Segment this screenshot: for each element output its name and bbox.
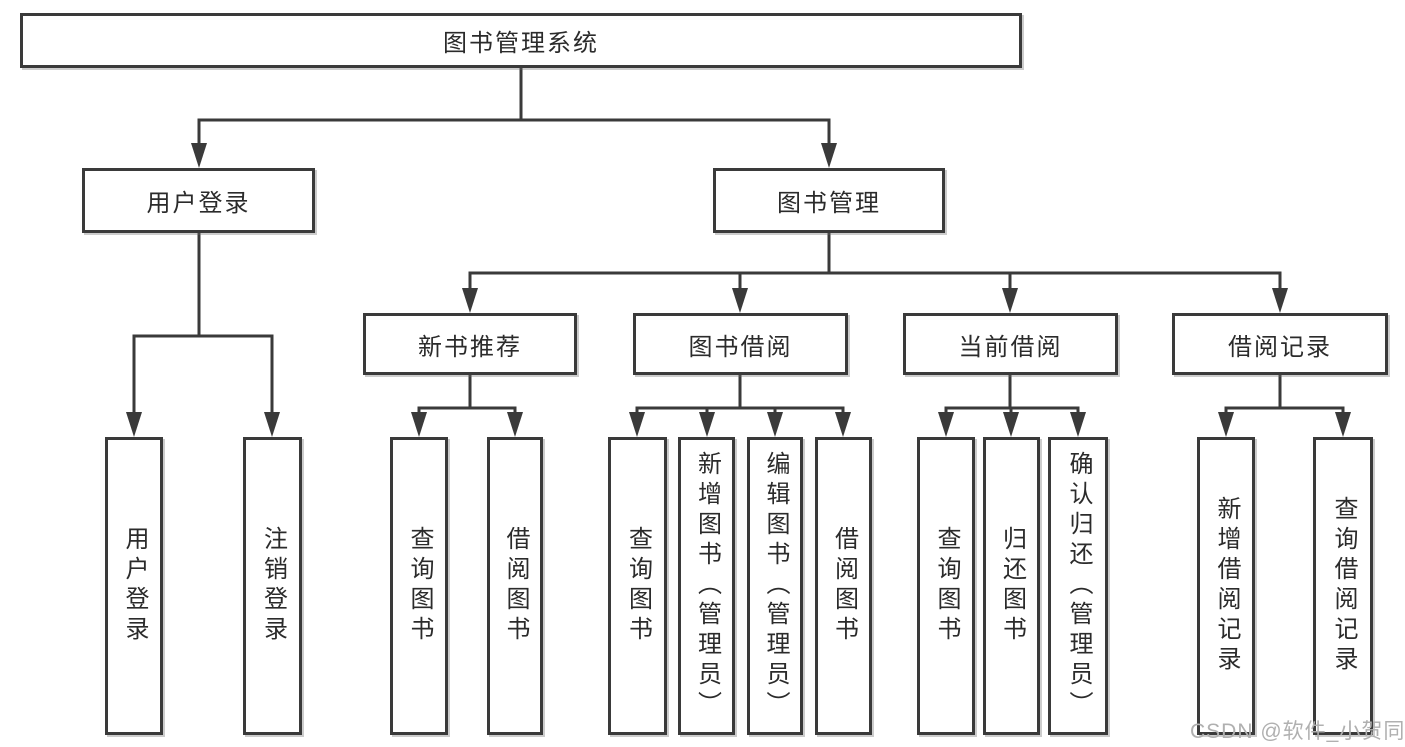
- leaf-query-books-borrowing: 查询图书: [608, 437, 667, 735]
- node-label: 查询图书: [406, 526, 433, 646]
- leaf-query-books-current: 查询图书: [917, 437, 975, 735]
- node-label: 确认归还（管理员）: [1065, 451, 1092, 721]
- node-current-borrowing: 当前借阅: [903, 313, 1118, 375]
- node-label: 当前借阅: [958, 333, 1063, 361]
- leaf-confirm-return-admin: 确认归还（管理员）: [1048, 437, 1108, 735]
- node-label: 查询借阅记录: [1330, 496, 1357, 676]
- node-label: 注销登录: [259, 526, 287, 646]
- watermark: CSDN @软件_小贺同学: [1190, 720, 1405, 743]
- node-book-borrowing: 图书借阅: [633, 313, 848, 375]
- leaf-borrow-books-borrowing: 借阅图书: [815, 437, 872, 735]
- node-label: 新书推荐: [418, 333, 522, 361]
- node-label: 借阅图书: [830, 526, 858, 646]
- node-new-book-recommend: 新书推荐: [363, 313, 577, 375]
- leaf-query-books-recommend: 查询图书: [390, 437, 448, 735]
- node-label: 新增借阅记录: [1213, 496, 1240, 676]
- node-label: 借阅记录: [1228, 333, 1332, 361]
- node-label: 归还图书: [998, 526, 1026, 646]
- node-library-management-system: 图书管理系统: [20, 13, 1022, 68]
- leaf-edit-book-admin: 编辑图书（管理员）: [747, 437, 803, 735]
- node-label: 查询图书: [624, 526, 652, 646]
- leaf-logout: 注销登录: [243, 437, 302, 735]
- leaf-add-book-admin: 新增图书（管理员）: [678, 437, 735, 735]
- leaf-add-borrow-record: 新增借阅记录: [1197, 437, 1255, 735]
- node-user-login: 用户登录: [82, 168, 315, 233]
- node-borrowing-records: 借阅记录: [1172, 313, 1388, 375]
- node-label: 用户登录: [146, 190, 251, 217]
- node-label: 新增图书（管理员）: [693, 451, 721, 721]
- node-label: 编辑图书（管理员）: [762, 451, 789, 721]
- node-label: 图书管理: [777, 190, 881, 217]
- node-label: 图书借阅: [688, 333, 793, 361]
- leaf-user-login: 用户登录: [105, 437, 163, 735]
- leaf-query-borrow-record: 查询借阅记录: [1313, 437, 1373, 735]
- node-book-management: 图书管理: [713, 168, 945, 233]
- node-label: 借阅图书: [502, 526, 529, 646]
- node-label: 图书管理系统: [443, 30, 599, 57]
- node-label: 查询图书: [933, 526, 960, 646]
- leaf-return-books: 归还图书: [983, 437, 1040, 735]
- leaf-borrow-books-recommend: 借阅图书: [487, 437, 543, 735]
- node-label: 用户登录: [121, 526, 148, 646]
